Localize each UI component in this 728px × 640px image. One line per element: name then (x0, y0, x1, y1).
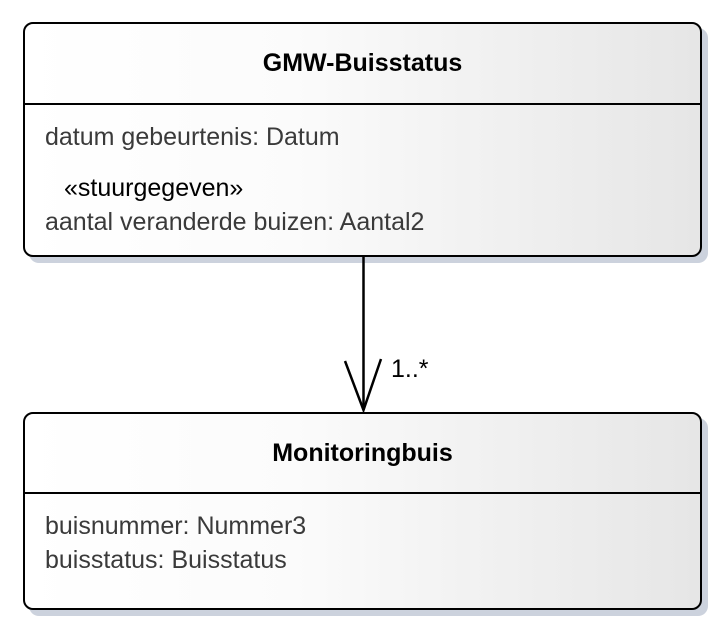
class-attributes-gmw-buisstatus: datum gebeurtenis: Datum «stuurgegeven» … (25, 105, 700, 239)
attribute-stereotype-stuurgegeven: «stuurgegeven» (64, 174, 244, 202)
class-box-gmw-buisstatus[interactable]: GMW-Buisstatus datum gebeurtenis: Datum … (23, 22, 702, 257)
class-title-monitoringbuis: Monitoringbuis (25, 414, 700, 494)
class-attributes-monitoringbuis: buisnummer: Nummer3 buisstatus: Buisstat… (25, 494, 700, 577)
attribute-aantal-veranderde-buizen: aantal veranderde buizen: Aantal2 (45, 208, 425, 236)
attribute-buisstatus: buisstatus: Buisstatus (45, 546, 287, 574)
attribute-buisnummer: buisnummer: Nummer3 (45, 512, 307, 540)
open-arrowhead-icon (343, 358, 383, 414)
class-box-monitoringbuis[interactable]: Monitoringbuis buisnummer: Nummer3 buiss… (23, 412, 702, 610)
attribute-datum-gebeurtenis: datum gebeurtenis: Datum (45, 123, 340, 151)
multiplicity-label: 1..* (391, 355, 429, 383)
class-title-gmw-buisstatus: GMW-Buisstatus (25, 24, 700, 105)
